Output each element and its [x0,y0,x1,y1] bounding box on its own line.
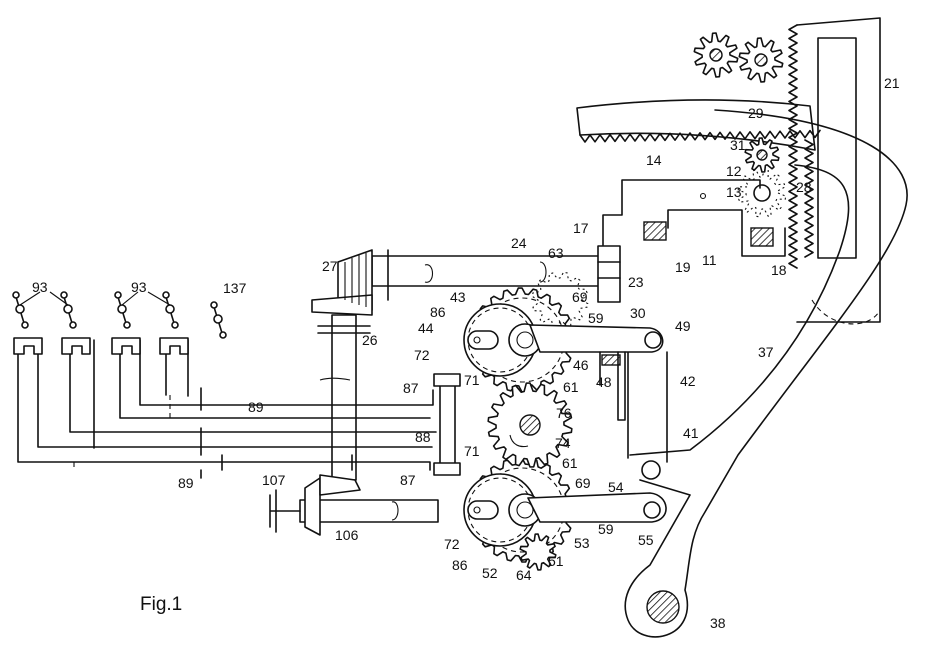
bevel-gear-27 [311,249,373,316]
label-86-b: 86 [452,557,468,573]
label-31: 31 [730,137,746,153]
label-48: 48 [596,374,612,390]
bracket-14 [602,179,761,246]
label-93-a: 93 [32,279,48,295]
central-gear-76 [487,382,573,468]
label-42: 42 [680,373,696,389]
label-11: 11 [702,252,717,268]
label-43: 43 [450,289,466,305]
label-18: 18 [771,262,787,278]
label-64: 64 [516,567,532,583]
label-106: 106 [335,527,359,543]
gear-12 [737,168,787,218]
label-88: 88 [415,429,431,445]
label-41: 41 [683,425,699,441]
label-53: 53 [574,535,590,551]
control-rods [17,339,437,479]
selector-hooks [12,291,227,355]
carriage-11 [667,209,786,257]
label-12: 12 [726,163,742,179]
lever-arm-37 [624,109,908,638]
label-63: 63 [548,245,564,261]
label-76: 76 [556,405,572,421]
label-19: 19 [675,259,691,275]
label-71-b: 71 [464,443,480,459]
label-87-b: 87 [400,472,416,488]
figure-label: Fig.1 [140,594,182,615]
label-69-a: 69 [572,289,588,305]
gear-31 [744,137,780,173]
pivot-55 [643,501,661,519]
label-86-a: 86 [430,304,446,320]
label-23: 23 [628,274,644,290]
pivot-49 [644,331,662,349]
rack-bar [788,17,881,323]
shaft-24 [371,249,603,301]
label-107: 107 [262,472,286,488]
label-26: 26 [362,332,378,348]
label-24: 24 [511,235,527,251]
label-49: 49 [675,318,691,334]
label-69-b: 69 [575,475,591,491]
label-72-a: 72 [414,347,430,363]
bevel-gear-107 [304,474,361,536]
toothed-sector [576,99,821,151]
label-38: 38 [710,615,726,631]
label-61-b: 61 [562,455,578,471]
label-17: 17 [573,220,589,236]
label-52: 52 [482,565,498,581]
connector-88 [439,374,456,466]
label-13: 13 [726,184,742,200]
label-46: 46 [573,357,589,373]
label-59-a: 59 [588,310,604,326]
label-14: 14 [646,152,662,168]
link-30 [529,324,664,353]
label-61-a: 61 [563,379,579,395]
pivot-41 [641,460,661,480]
gear-64 [519,533,557,571]
label-137: 137 [223,280,247,296]
label-30: 30 [630,305,646,321]
label-37: 37 [758,344,774,360]
label-51: 51 [548,553,564,569]
coupling-23 [597,245,621,303]
lower-gear-52 [463,457,575,563]
label-89-a: 89 [248,399,264,415]
upper-gear-43 [463,287,575,393]
stop-block-18 [750,227,774,247]
idler-gears-top [693,32,784,83]
rack-teeth [788,24,814,269]
label-28: 28 [796,179,812,195]
label-55: 55 [638,532,654,548]
stop-block-19 [643,221,667,241]
label-44: 44 [418,320,434,336]
label-71-a: 71 [464,372,480,388]
link-42 [627,344,668,463]
label-21: 21 [884,75,900,91]
label-29: 29 [748,105,764,121]
label-74: 74 [555,435,571,451]
label-27: 27 [322,258,338,274]
label-59-b: 59 [598,521,614,537]
label-93-b: 93 [131,279,147,295]
pivot-shaft-38 [646,590,680,624]
label-72-b: 72 [444,536,460,552]
label-54: 54 [608,479,624,495]
reference-labels: 21 29 31 12 13 28 14 17 19 11 18 24 63 2… [32,75,900,631]
link-54 [527,492,667,523]
label-87-a: 87 [403,380,419,396]
label-89-b: 89 [178,475,194,491]
pivot-hole [699,192,707,200]
gear-63 [531,271,589,329]
